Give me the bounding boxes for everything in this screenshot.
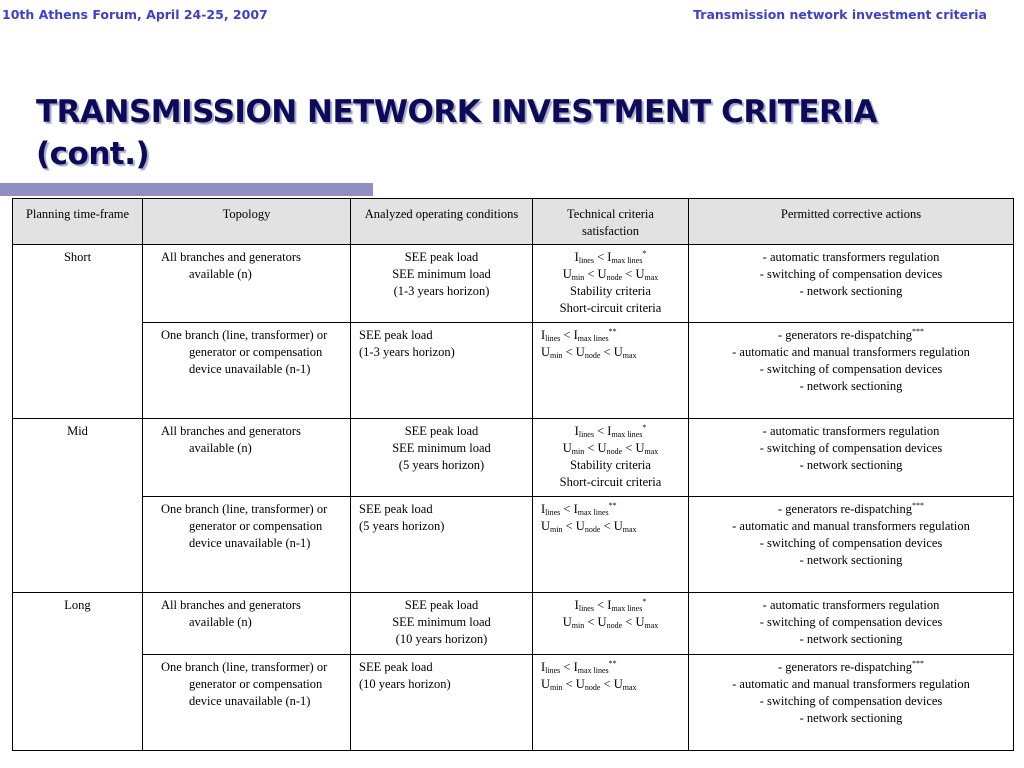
criteria-cell: Ilines < Imax lines* Umin < Unode < Umax: [532, 592, 689, 655]
voltage-criterion: Umin < Unode < Umax: [562, 615, 659, 630]
title-underline-bar: [0, 183, 373, 196]
criteria-table: Planning time-frame Topology Analyzed op…: [12, 198, 1014, 751]
time-frame-cell: Short: [12, 244, 143, 419]
conditions-cell: SEE peak load SEE minimum load (10 years…: [350, 592, 533, 655]
table-row: Short All branches and generators availa…: [12, 244, 1014, 419]
current-criterion: Ilines < Imax lines**: [541, 659, 617, 675]
table-row: Long All branches and generators availab…: [12, 592, 1014, 751]
criteria-cell: Ilines < Imax lines** Umin < Unode < Uma…: [532, 322, 689, 419]
col-header-time-frame: Planning time-frame: [12, 198, 143, 245]
conditions-cell: SEE peak load (10 years horizon): [350, 654, 533, 751]
col-header-conditions: Analyzed operating conditions: [350, 198, 533, 245]
actions-cell: - generators re-dispatching*** - automat…: [688, 496, 1014, 593]
topology-cell: All branches and generators available (n…: [142, 418, 351, 497]
actions-cell: - automatic transformers regulation - sw…: [688, 244, 1014, 323]
col-header-actions: Permitted corrective actions: [688, 198, 1014, 245]
voltage-criterion: Umin < Unode < Umax: [541, 677, 637, 692]
voltage-criterion: Umin < Unode < Umax: [541, 519, 637, 534]
current-criterion: Ilines < Imax lines**: [541, 501, 617, 517]
actions-cell: - generators re-dispatching*** - automat…: [688, 322, 1014, 419]
current-criterion: Ilines < Imax lines*: [574, 597, 647, 613]
header-event: 10th Athens Forum, April 24-25, 2007: [2, 7, 268, 22]
topology-cell: All branches and generators available (n…: [142, 592, 351, 655]
voltage-criterion: Umin < Unode < Umax: [541, 345, 637, 360]
col-header-criteria: Technical criteria satisfaction: [532, 198, 689, 245]
criteria-cell: Ilines < Imax lines* Umin < Unode < Umax…: [532, 244, 689, 323]
criteria-cell: Ilines < Imax lines* Umin < Unode < Umax…: [532, 418, 689, 497]
time-frame-cell: Long: [12, 592, 143, 751]
title-line-2: (cont.): [36, 136, 150, 172]
topology-cell: One branch (line, transformer) or genera…: [142, 496, 351, 593]
criteria-cell: Ilines < Imax lines** Umin < Unode < Uma…: [532, 496, 689, 593]
table-row: Mid All branches and generators availabl…: [12, 418, 1014, 593]
current-criterion: Ilines < Imax lines**: [541, 327, 617, 343]
topology-cell: One branch (line, transformer) or genera…: [142, 654, 351, 751]
voltage-criterion: Umin < Unode < Umax: [562, 441, 659, 456]
conditions-cell: SEE peak load SEE minimum load (1-3 year…: [350, 244, 533, 323]
actions-cell: - automatic transformers regulation - sw…: [688, 418, 1014, 497]
actions-cell: - automatic transformers regulation - sw…: [688, 592, 1014, 655]
criteria-cell: Ilines < Imax lines** Umin < Unode < Uma…: [532, 654, 689, 751]
current-criterion: Ilines < Imax lines*: [574, 249, 647, 265]
conditions-cell: SEE peak load (1-3 years horizon): [350, 322, 533, 419]
topology-cell: One branch (line, transformer) or genera…: [142, 322, 351, 419]
topology-cell: All branches and generators available (n…: [142, 244, 351, 323]
header-topic: Transmission network investment criteria: [693, 7, 987, 22]
page-title: TRANSMISSION NETWORK INVESTMENT CRITERIA…: [36, 91, 877, 175]
conditions-cell: SEE peak load (5 years horizon): [350, 496, 533, 593]
title-line-1: TRANSMISSION NETWORK INVESTMENT CRITERIA: [36, 94, 877, 130]
table-header-row: Planning time-frame Topology Analyzed op…: [12, 198, 1014, 245]
time-frame-cell: Mid: [12, 418, 143, 593]
col-header-topology: Topology: [142, 198, 351, 245]
actions-cell: - generators re-dispatching*** - automat…: [688, 654, 1014, 751]
table-row: One branch (line, transformer) or genera…: [13, 322, 1014, 419]
table-row: One branch (line, transformer) or genera…: [13, 654, 1014, 751]
table-row: One branch (line, transformer) or genera…: [13, 496, 1014, 593]
conditions-cell: SEE peak load SEE minimum load (5 years …: [350, 418, 533, 497]
current-criterion: Ilines < Imax lines*: [574, 423, 647, 439]
voltage-criterion: Umin < Unode < Umax: [562, 267, 659, 282]
